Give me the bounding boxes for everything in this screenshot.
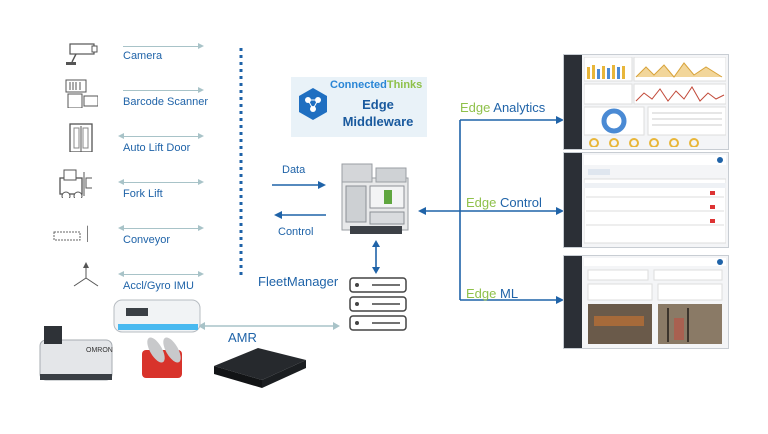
device-label-camera: Camera bbox=[123, 50, 163, 62]
middleware-title: Edge Middleware bbox=[342, 97, 414, 129]
camera-arrow bbox=[123, 46, 201, 47]
control-arrow bbox=[274, 211, 326, 219]
lift-door-arrow bbox=[123, 136, 201, 137]
device-label-barcode-scanner: Barcode Scanner bbox=[123, 96, 208, 108]
imu-arrow bbox=[123, 274, 201, 275]
amr-label: AMR bbox=[228, 330, 257, 345]
imu-axes-icon bbox=[73, 262, 99, 287]
barcode-scanner-icon bbox=[65, 79, 98, 108]
edge-control-label: Edge Control bbox=[466, 195, 542, 210]
lift-door-icon bbox=[69, 123, 93, 152]
robot-badge: OMRON bbox=[86, 347, 113, 354]
conveyor-robot-icon bbox=[53, 225, 88, 242]
edge-ml-label: Edge ML bbox=[466, 286, 519, 301]
server-icon bbox=[349, 277, 407, 331]
edge-analytics-label: Edge Analytics bbox=[460, 100, 546, 115]
brand-logo-text: ConnectedThinks bbox=[330, 79, 423, 91]
control-label: Control bbox=[278, 226, 314, 238]
barcode-arrow bbox=[123, 90, 201, 91]
data-label: Data bbox=[282, 164, 306, 176]
device-label-lift-door: Auto Lift Door bbox=[123, 142, 191, 154]
device-label-conveyor: Conveyor bbox=[123, 234, 171, 246]
security-camera-icon bbox=[66, 43, 98, 65]
control-dashboard-thumbnail bbox=[563, 152, 729, 248]
fleet-manager-label: FleetManager bbox=[258, 274, 339, 289]
device-arrowheads bbox=[118, 43, 204, 277]
output-branch-arrows bbox=[418, 116, 564, 304]
analytics-dashboard-thumbnail bbox=[563, 54, 729, 150]
device-label-forklift: Fork Lift bbox=[123, 188, 163, 200]
edge-controller-device bbox=[341, 163, 409, 234]
amr-link-arrow bbox=[198, 322, 340, 330]
fleet-link-arrow bbox=[372, 240, 380, 274]
hexagon-network-icon bbox=[299, 88, 327, 120]
dotted-divider bbox=[239, 48, 243, 276]
ml-dashboard-thumbnail bbox=[563, 255, 729, 349]
device-label-imu: Accl/Gyro IMU bbox=[123, 280, 194, 292]
conveyor-arrow bbox=[123, 228, 201, 229]
forklift-icon bbox=[59, 169, 92, 198]
amr-robots-image: OMRON bbox=[39, 299, 306, 388]
data-arrow bbox=[272, 181, 326, 189]
forklift-arrow bbox=[123, 182, 201, 183]
